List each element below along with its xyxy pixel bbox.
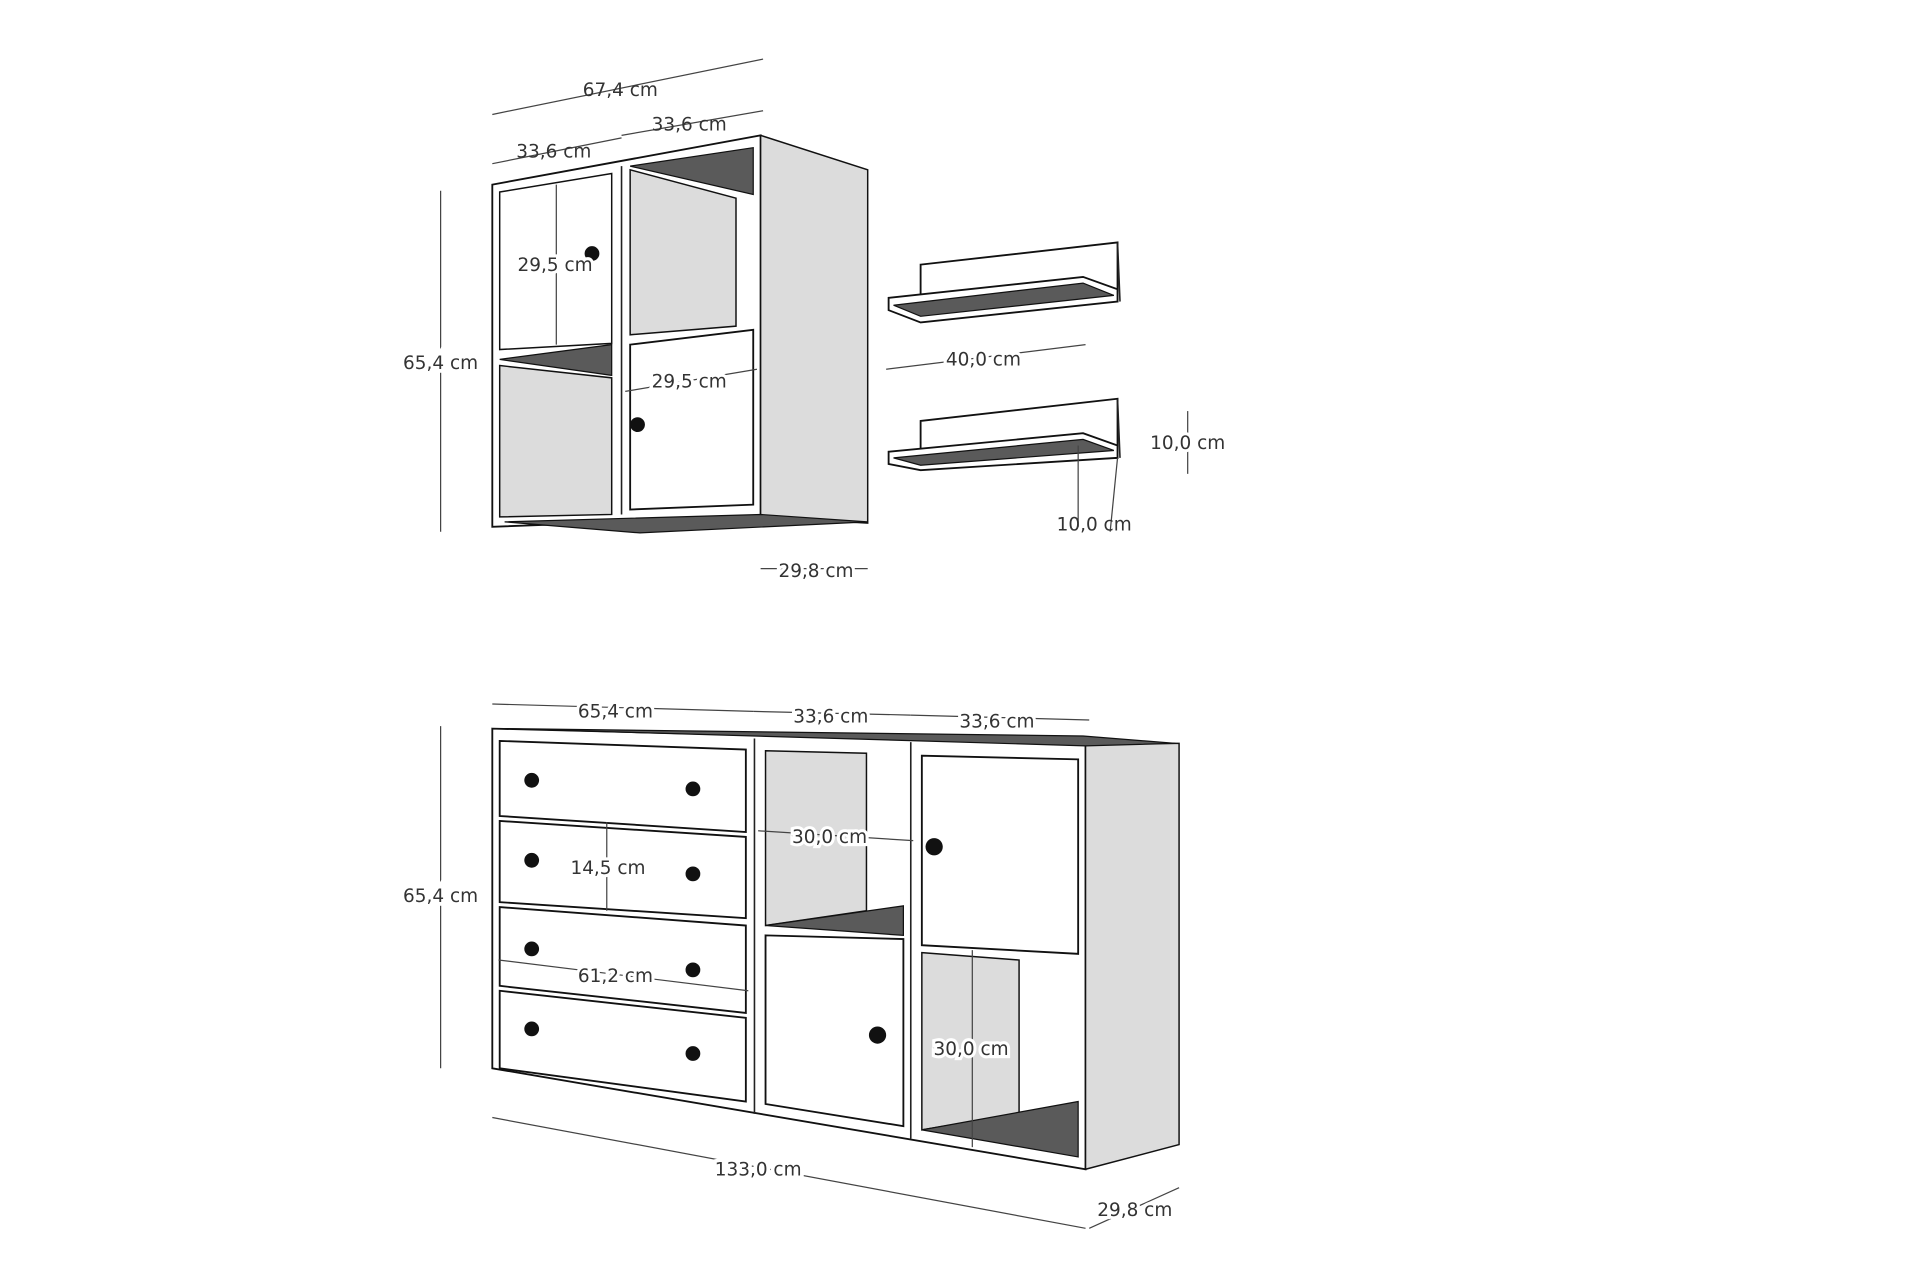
drawer-knob [524,852,540,868]
dim-bottom-drawers-width: 65,4 cm [578,702,653,723]
drawer-knob [685,962,701,978]
right-upper-door [920,754,1080,955]
dim-shelf-length: 40,0 cm [946,350,1021,371]
dim-drawer-width: 61,2 cm [578,966,653,987]
top-right-upper-compartment [629,168,737,336]
dim-top-door-height: 29,5 cm [518,255,593,276]
bottom-cabinet [491,727,1180,1171]
middle-lower-door [764,934,905,1128]
drawer [498,739,747,833]
top-cabinet-dimensions: 67,4 cm 33,6 cm 33,6 cm 65,4 cm 29,5 cm … [399,58,868,585]
drawer-knob [685,866,701,882]
drawer [498,989,747,1103]
shelf-shadow [765,905,904,937]
drawer-knob [524,941,540,957]
shelf-shadow [630,146,754,196]
top-left-lower-compartment [498,364,613,518]
dim-shelf-depth: 10,0 cm [1057,514,1132,535]
drawer-knob [685,781,701,797]
bottom-cabinet-dimensions: 65,4 cm 33,6 cm 33,6 cm 65,4 cm 14,5 cm … [399,698,1180,1229]
dim-top-depth: 29,8 cm [778,561,853,582]
dim-bottom-right-width: 33,6 cm [959,711,1034,732]
door-knob [630,417,645,432]
shelf-shadow [921,1100,1079,1158]
top-right-lower-door [629,328,755,511]
dim-total-width: 133,0 cm [715,1159,802,1180]
drawer-knob [685,1046,701,1061]
shelf-shadow [499,343,613,377]
top-surface-shadow [504,728,1176,747]
drawer-knob [524,772,540,788]
dim-bottom-height: 65,4 cm [403,886,478,907]
bottom-shadow [504,513,868,534]
dim-top-total-width: 67,4 cm [583,80,658,101]
dim-top-door-width: 29,5 cm [652,372,727,393]
door-knob [925,838,943,856]
top-cabinet [491,134,869,534]
dim-top-left-width: 33,6 cm [516,142,591,163]
dim-drawer-height: 14,5 cm [570,858,645,879]
dim-top-right-width: 33,6 cm [652,114,727,135]
dim-compartment-width: 30,0 cm [792,827,867,848]
wall-shelf-upper [887,241,1121,324]
bottom-cabinet-side-panel [1084,742,1180,1171]
door-knob [868,1026,887,1044]
drawer [498,819,747,920]
dim-shelf-height: 10,0 cm [1150,433,1225,454]
drawers [498,739,747,1103]
door-knob [584,246,600,261]
drawer-knob [524,1021,540,1037]
top-cabinet-side-panel [759,134,869,524]
wall-shelf-dimensions: 40,0 cm 10,0 cm 10,0 cm [886,344,1228,535]
dim-bottom-depth: 29,8 cm [1097,1200,1172,1221]
wall-shelf-lower [887,397,1121,472]
dim-top-height: 65,4 cm [403,353,478,374]
dim-bottom-middle-width: 33,6 cm [793,706,868,727]
dim-compartment-height: 30,0 cm [934,1039,1009,1060]
